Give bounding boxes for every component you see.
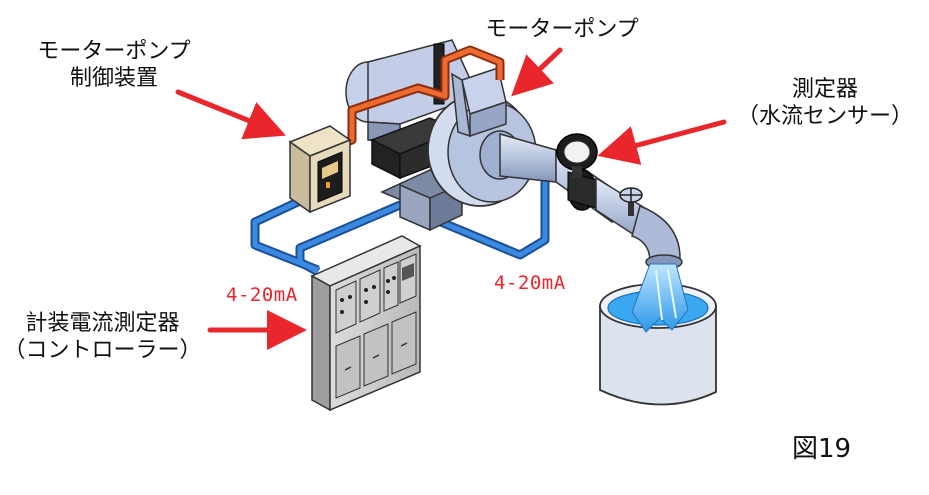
signal-label-left: 4-20mA <box>226 284 298 306</box>
controller-label-line2: 制御装置 <box>69 66 158 91</box>
arrow-to-pump <box>511 47 563 97</box>
motor-pump <box>345 39 557 207</box>
signal-label-right: 4-20mA <box>494 272 566 294</box>
valve-handle <box>619 187 643 216</box>
controller-label-line1: モーターポンプ <box>37 39 191 64</box>
arrow-to-control-box <box>175 89 286 140</box>
controller-label: モーターポンプ 制御装置 <box>24 38 204 92</box>
meter-label-line2: （コントローラー） <box>3 338 202 363</box>
arrow-to-sensor <box>597 119 727 165</box>
meter-label-line1: 計装電流測定器 <box>25 311 180 336</box>
pump-control-box <box>288 125 352 214</box>
sensor-label-line1: 測定器 <box>791 77 858 102</box>
instrument-panel <box>310 235 422 412</box>
callout-arrows <box>175 47 727 350</box>
figure-number: 図19 <box>792 434 852 464</box>
sensor-label-line2: （水流センサー） <box>736 104 913 129</box>
power-cable <box>328 45 505 153</box>
flow-sensor <box>556 133 598 178</box>
water-stream <box>631 263 689 333</box>
meter-label: 計装電流測定器 （コントローラー） <box>0 310 205 364</box>
pump-label: モーターポンプ <box>485 17 639 42</box>
sensor-label: 測定器 （水流センサー） <box>730 76 920 130</box>
